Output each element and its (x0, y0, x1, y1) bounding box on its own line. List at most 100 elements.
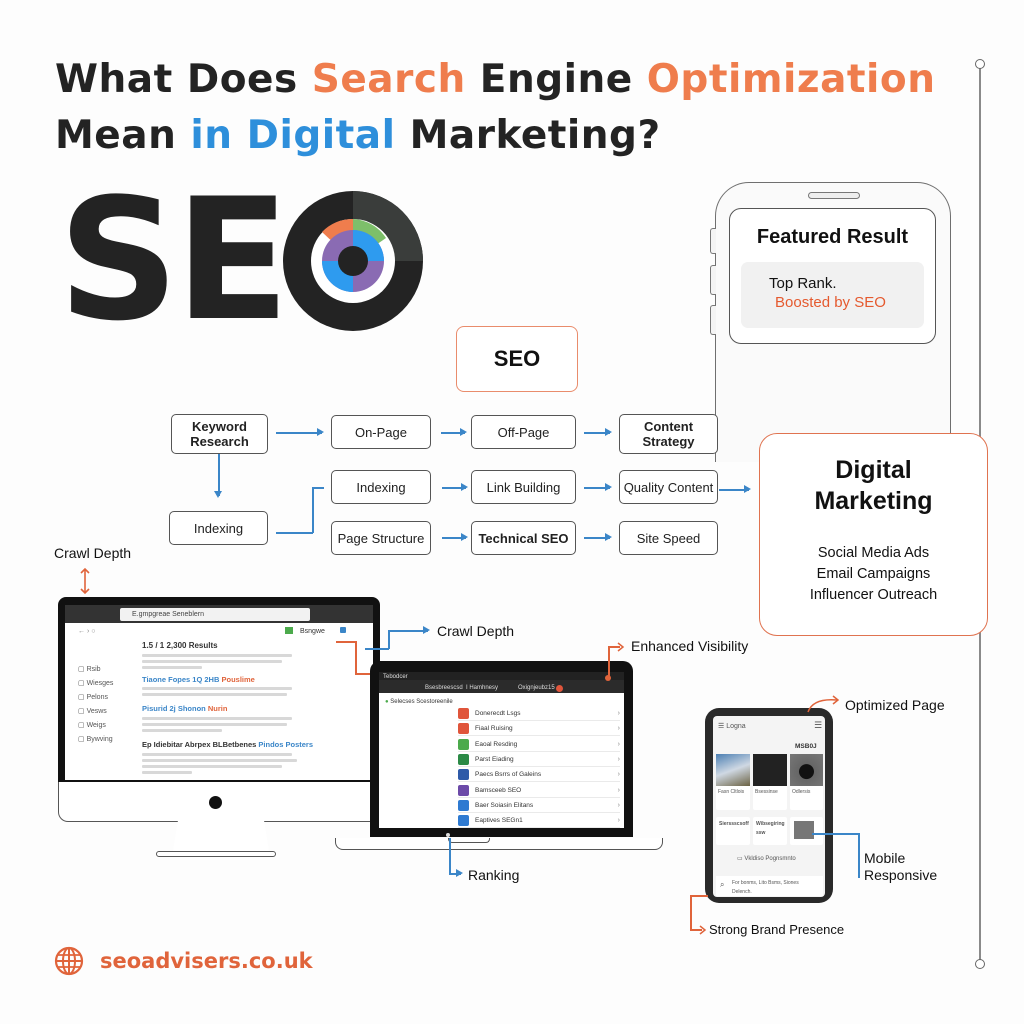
monitor-base (156, 851, 276, 857)
card-image (794, 821, 814, 839)
monitor-sidebar-item[interactable]: ▢ Pelons (78, 694, 108, 701)
laptop-tab-3[interactable]: Oxignjeubz15 (518, 685, 555, 691)
laptop-app-row[interactable]: Eaoal Resding› (458, 738, 620, 752)
dm-title-line1: Digital (835, 456, 912, 484)
connector-line (449, 838, 451, 874)
laptop-camera (446, 833, 450, 837)
node-page-structure: Page Structure (331, 521, 431, 555)
title-segment: Marketing? (395, 113, 661, 158)
text-placeholder (142, 753, 292, 756)
tablet-card[interactable]: Fasn Cltlois (716, 754, 750, 810)
app-icon (458, 753, 469, 765)
featured-result-title: Featured Result (756, 226, 909, 248)
laptop-app-row[interactable]: Bamsceeb SEO› (458, 784, 620, 798)
optimized-page-callout: Optimized Page (845, 697, 945, 713)
laptop-app-row[interactable]: Eaptives SEGn1› (458, 814, 620, 829)
arrow-right (276, 428, 324, 436)
connector-line (388, 630, 390, 649)
card-image (753, 754, 787, 786)
seo-box: SEO (456, 326, 578, 392)
arrow-head-icon (617, 642, 625, 652)
monitor-url-bar[interactable]: E.gmpgreae Seneblern (120, 608, 310, 621)
node-quality-content: Quality Content (619, 470, 718, 504)
featured-result-line2: Boosted by SEO (775, 294, 886, 311)
app-label: Donerecdt Lsgs (475, 710, 521, 717)
monitor-sidebar-item[interactable]: ▢ Weigs (78, 722, 106, 729)
tablet-search-bar[interactable]: For bonms, Lito Bsms, Siones Delench. ⌕ (716, 876, 823, 896)
monitor-result-link-1[interactable]: Tiaone Fopes 1Q 2HB Pouslime (142, 675, 255, 684)
chevron-right-icon: › (617, 725, 620, 733)
app-icon (458, 784, 469, 796)
chevron-right-icon: › (617, 817, 620, 825)
phone-button (710, 228, 716, 254)
connector-line (858, 833, 860, 878)
app-label: Parst Eiading (475, 755, 514, 763)
chevron-right-icon: › (617, 801, 620, 809)
monitor-nav-icons[interactable]: ← › ○ (78, 628, 96, 635)
title-segment: Mean (55, 113, 191, 158)
digital-marketing-title: Digital Marketing (759, 455, 988, 517)
laptop-tab-2[interactable]: I Hamhnesy (466, 685, 499, 691)
tablet-card-small[interactable] (790, 817, 823, 845)
laptop-tab-1[interactable]: Bsesbreescsd (425, 685, 463, 691)
chevron-right-icon: › (617, 755, 620, 763)
text-placeholder (142, 654, 292, 657)
tablet-section-title: MSB0J (795, 743, 817, 750)
tablet-header: ☰ Logna (718, 723, 746, 730)
monitor-result-link-3[interactable]: Ep Idiebitar Abrpex BLBetbenes Pindos Po… (142, 740, 314, 749)
node-keyword-research: Keyword Research (171, 414, 268, 454)
monitor-sidebar-item[interactable]: ▢ Bywving (78, 736, 113, 743)
arrow-right (584, 428, 612, 436)
dm-title-line2: Marketing (814, 487, 933, 515)
connector-line (312, 487, 324, 489)
connector-line (812, 833, 859, 835)
connector-line-orange (355, 641, 357, 674)
tablet-card-small[interactable]: Wibsegiring ssw (753, 817, 787, 845)
text-placeholder (142, 717, 292, 720)
hamburger-menu-icon[interactable]: ☰ (814, 720, 823, 730)
monitor-sidebar-item[interactable]: ▢ Vesws (78, 708, 107, 715)
arrow-right (441, 428, 467, 436)
connector-line-orange (690, 895, 692, 930)
arrow-down (214, 454, 222, 498)
laptop-app-row[interactable]: Donerecdt Lsgs› (458, 707, 620, 721)
page-title: What Does Search Engine Optimization Mea… (55, 52, 935, 164)
tablet-button[interactable]: ▭ Vkldiso Pognsmnto (737, 856, 796, 862)
dm-item-email-campaigns: Email Campaigns (816, 566, 931, 582)
monitor-toolbar-toggle[interactable] (340, 627, 346, 633)
seo-logo-letters: SE (58, 162, 290, 358)
title-segment: Engine (465, 57, 647, 102)
node-technical-seo: Technical SEO (471, 521, 576, 555)
crawl-depth-callout: Crawl Depth (437, 623, 515, 639)
laptop-app-row[interactable]: Parst Eiading › (458, 753, 620, 767)
title-segment: Optimization (646, 57, 936, 102)
tablet-search-text: For bonms, Lito Bsms, Siones Delench. (732, 880, 799, 895)
phone-button (710, 265, 716, 295)
laptop-app-row[interactable]: Paecs Bsrrs of Galeins› (458, 768, 620, 783)
arrow-right (584, 483, 612, 491)
monitor-sidebar-item[interactable]: ▢ Wiesges (78, 680, 114, 687)
title-line-1: What Does Search Engine Optimization (55, 52, 935, 108)
tablet-card[interactable]: Odlersis (790, 754, 823, 810)
monitor-toolbar-icon (285, 627, 293, 634)
dm-item-social-media-ads: Social Media Ads (817, 545, 930, 561)
laptop-toolbar-icon[interactable] (556, 685, 563, 692)
arrow-right (442, 533, 468, 541)
laptop-app-row[interactable]: Fiaal Ruising› (458, 722, 620, 737)
app-icon (458, 769, 469, 781)
tablet-card-small[interactable]: Sierssscsoff (716, 817, 750, 845)
chevron-right-icon: › (617, 740, 620, 748)
laptop-app-row[interactable]: Baer Soiasin Elitans› (458, 799, 620, 813)
footer-website-link[interactable]: seoadvisers.co.uk (100, 949, 313, 973)
monitor-results-count: 1.5 / 1 2,300 Results (142, 641, 218, 650)
featured-result-line1: Top Rank. (769, 275, 837, 292)
monitor-result-link-2[interactable]: Pisurid 2j Shonon Nurin (142, 704, 228, 713)
connector-line-orange (690, 929, 702, 931)
arrow-right (442, 483, 468, 491)
tablet-card[interactable]: Bsessinse (753, 754, 787, 810)
laptop-notch (448, 838, 490, 843)
ranking-callout: Ranking (468, 867, 520, 883)
monitor-sidebar-item[interactable]: ▢ Rsib (78, 666, 101, 673)
chevron-right-icon: › (617, 786, 620, 794)
text-placeholder (142, 759, 297, 762)
